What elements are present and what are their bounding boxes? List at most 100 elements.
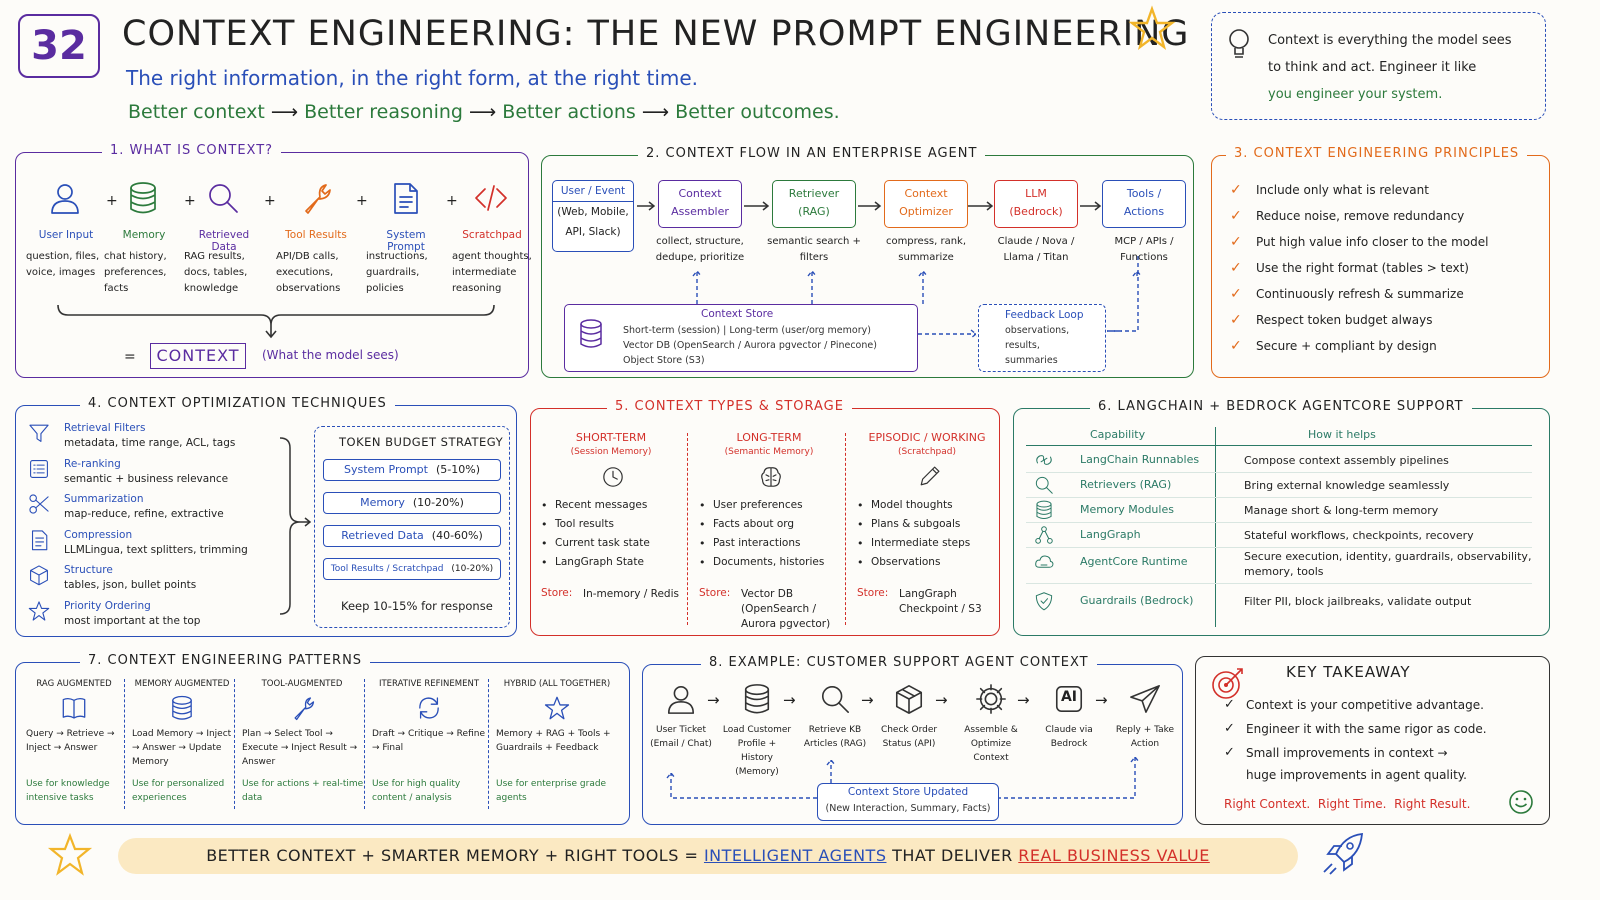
technique-desc: LLMLingua, text splitters, trimming (64, 543, 248, 556)
technique-desc: semantic + business relevance (64, 472, 229, 485)
context-item-desc: question, files, voice, images (26, 251, 100, 278)
checkmark-icon: ✓ (1230, 182, 1242, 198)
type-bullet: Model thoughts (871, 499, 953, 511)
store-line: Object Store (S3) (623, 355, 705, 366)
pattern-title: ITERATIVE REFINEMENT (378, 679, 480, 689)
gear-icon (976, 684, 1006, 714)
budget-pct: (10-20%) (412, 496, 464, 509)
pattern-title: MEMORY AUGMENTED (134, 679, 230, 689)
capability-name: LangGraph (1080, 528, 1141, 541)
wrench-icon (294, 697, 315, 721)
budget-item: System Prompt(5-10%) (323, 459, 501, 481)
technique-desc: tables, json, bullet points (64, 579, 197, 591)
pattern-use: Use for enterprise grade agents (496, 779, 607, 803)
column-divider (234, 679, 235, 809)
section-title: 8. EXAMPLE: CUSTOMER SUPPORT AGENT CONTE… (701, 655, 1097, 670)
budget-pct: (10-20%) (451, 564, 494, 574)
takeaway-title: KEY TAKEAWAY (1286, 663, 1411, 681)
step-label: Check Order Status (API) (880, 725, 938, 749)
type-bullet: Tool results (555, 518, 614, 530)
technique-desc: map-reduce, refine, extractive (64, 508, 224, 520)
bullet: • (541, 499, 548, 512)
node-label: LLM (1025, 187, 1047, 200)
plus-sign: + (106, 193, 118, 209)
row-divider (1026, 547, 1532, 548)
ai-text: AI (1060, 689, 1078, 705)
refresh-icon (419, 697, 439, 719)
bullet: • (541, 556, 548, 569)
user-icon (667, 685, 695, 714)
pattern-flow: Draft → Critique → Refine → Final (372, 729, 485, 753)
technique-label: Compression (64, 528, 133, 541)
arrow: ⟶ (264, 101, 305, 123)
store-connectors (666, 755, 1140, 799)
bottom-banner: BETTER CONTEXT + SMARTER MEMORY + RIGHT … (118, 838, 1298, 874)
arrow: ⟶ (462, 101, 503, 123)
node-detail: API, Slack) (565, 226, 621, 238)
bullet: • (699, 518, 706, 531)
row-divider (1026, 583, 1532, 584)
takeaway-footer: Right Context. Right Time. Right Result. (1224, 797, 1471, 811)
pattern-title: TOOL-AUGMENTED (261, 679, 343, 689)
section-context-flow: 2. CONTEXT FLOW IN AN ENTERPRISE AGENT U… (541, 146, 1194, 378)
context-item-label: Tool Results (285, 229, 347, 241)
row-divider (1026, 522, 1532, 523)
context-item-desc: instructions, guardrails, policies (366, 251, 428, 294)
database-icon (1036, 500, 1052, 520)
capability-help: Secure execution, identity, guardrails, … (1244, 550, 1532, 578)
store-updated-sub: (New Interaction, Summary, Facts) (825, 803, 991, 814)
context-item-label: Memory (122, 229, 166, 241)
column-divider (845, 433, 846, 625)
equals-sign: = (124, 349, 136, 365)
section-title: 4. CONTEXT OPTIMIZATION TECHNIQUES (80, 396, 395, 411)
capability-name: AgentCore Runtime (1080, 555, 1188, 568)
column-divider (687, 433, 688, 625)
chain-icon (1036, 455, 1052, 465)
node-label: (Bedrock) (1009, 205, 1063, 218)
bullet: • (541, 537, 548, 550)
rocket-icon (1323, 832, 1364, 875)
step-label: Retrieve KB Articles (RAG) (803, 725, 867, 749)
table-header-line (1026, 445, 1532, 446)
user-icon (51, 184, 79, 214)
banner-part: BETTER CONTEXT + SMARTER MEMORY + RIGHT … (206, 846, 699, 865)
capability-name: Memory Modules (1080, 503, 1174, 516)
type-bullet: Observations (871, 556, 941, 568)
ai-icon (1055, 685, 1083, 713)
capability-help: Compose context assembly pipelines (1244, 454, 1449, 467)
node-desc: MCP / APIs / Functions (1114, 236, 1174, 263)
section-key-takeaway: KEY TAKEAWAY Right Context. Right Time. … (1195, 656, 1550, 825)
node-detail: (Web, Mobile, (557, 206, 629, 218)
type-title: SHORT-TERM (575, 431, 647, 444)
section-what-is-context: 1. WHAT IS CONTEXT? = CONTEXT (What the … (15, 143, 532, 378)
store-label: Store: (699, 587, 731, 599)
type-subtitle: (Semantic Memory) (724, 447, 814, 457)
node-user-event: User / Event (Web, Mobile, API, Slack) (552, 180, 634, 252)
flow-step: Better reasoning (304, 101, 463, 123)
budget-item: Retrieved Data(40-60%) (323, 525, 501, 547)
takeaway-item: Engineer it with the same rigor as code. (1246, 722, 1487, 736)
checkmark-icon: ✓ (1230, 338, 1242, 354)
wrench-icon (305, 184, 331, 214)
arrow: → (861, 691, 874, 709)
type-bullet: Current task state (555, 537, 650, 549)
type-bullet: Plans & subgoals (871, 518, 961, 530)
bullet: • (857, 499, 864, 512)
column-divider (488, 679, 489, 809)
arrow: → (1017, 691, 1030, 709)
cloud-icon (1035, 555, 1054, 568)
step-label: Load Customer Profile + History (Memory) (722, 725, 792, 777)
capability-help: Stateful workflows, checkpoints, recover… (1244, 529, 1474, 542)
principle-item: Use the right format (tables > text) (1256, 261, 1469, 275)
principle-item: Reduce noise, remove redundancy (1256, 209, 1465, 223)
context-item-label: User Input (38, 229, 94, 241)
store-line: Vector DB (OpenSearch / Aurora pgvector … (623, 340, 877, 351)
type-bullet: Past interactions (713, 537, 801, 549)
context-result-note: (What the model sees) (262, 348, 399, 362)
database-icon (744, 684, 770, 714)
context-item-label: Retrieved Data (198, 229, 250, 253)
type-bullet: Facts about org (713, 518, 795, 530)
takeaway-item: Small improvements in context → (1246, 746, 1448, 760)
arrow: → (783, 691, 796, 709)
